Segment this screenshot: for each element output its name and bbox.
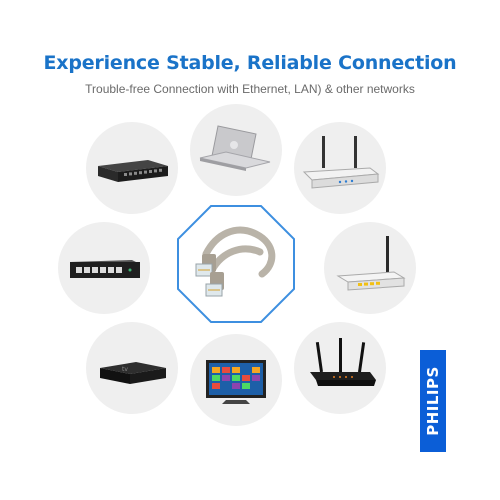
wifi-router-icon xyxy=(302,136,380,189)
streaming-box-icon: tv xyxy=(100,362,166,384)
dual-band-router-icon xyxy=(310,338,376,386)
laptop-icon xyxy=(199,125,271,171)
page-subtitle: Trouble-free Connection with Ethernet, L… xyxy=(85,82,415,96)
ethernet-switch-icon xyxy=(70,260,140,278)
network-switch-icon xyxy=(98,160,168,182)
brand-wordmark: PHILIPS xyxy=(424,366,442,436)
dual-band-router-circle xyxy=(294,322,386,414)
brand-logo: PHILIPS xyxy=(420,350,446,452)
laptop-circle xyxy=(190,104,282,196)
ethernet-switch-circle xyxy=(58,222,150,314)
wireless-router-icon xyxy=(336,236,406,291)
wireless-router-circle xyxy=(324,222,416,314)
network-switch-circle xyxy=(86,122,178,214)
wifi-router-circle xyxy=(294,122,386,214)
page-title: Experience Stable, Reliable Connection xyxy=(43,52,457,74)
ethernet-cable-icon xyxy=(177,205,295,323)
smart-tv-icon xyxy=(206,360,266,404)
svg-text:tv: tv xyxy=(122,366,128,373)
streaming-box-circle: tv xyxy=(86,322,178,414)
smart-tv-circle xyxy=(190,334,282,426)
